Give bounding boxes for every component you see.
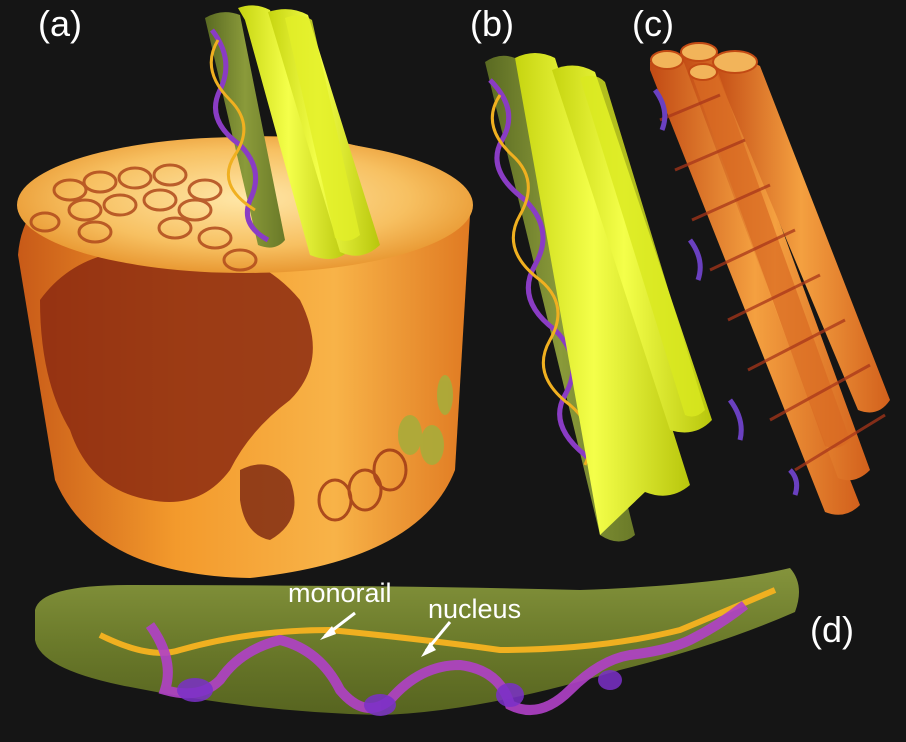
- orange-fiber-c4: [690, 67, 850, 448]
- panel-label-d: (d): [810, 609, 854, 650]
- panel-a-fibers: [205, 5, 380, 259]
- panel-label-a: (a): [38, 3, 82, 44]
- yellow-fiber-a3: [285, 15, 360, 241]
- fiber-ends-c: [650, 42, 758, 81]
- panel-c-bundle: [650, 42, 890, 515]
- nucleus-arrowhead: [421, 642, 436, 657]
- striations-c: [659, 93, 886, 472]
- dark-region-lower: [240, 464, 295, 540]
- panel-label-b: (b): [470, 3, 514, 44]
- helix-gold-b: [490, 94, 592, 466]
- nucleus-blobs: [177, 670, 622, 716]
- nucleus-helix: [145, 601, 749, 715]
- panel-b-bundle: [485, 53, 712, 542]
- monorail-arrowhead: [320, 626, 336, 640]
- helix-purple-c: [652, 88, 800, 496]
- cross-section-rings: [29, 163, 258, 272]
- yellow-fiber-b3: [580, 75, 705, 417]
- monorail-label: monorail: [288, 578, 392, 608]
- panel-label-c: (c): [632, 3, 674, 44]
- nucleus-label: nucleus: [428, 594, 522, 624]
- cut-fibers: [398, 375, 453, 465]
- yellow-fiber-a1: [238, 5, 350, 259]
- helix-gold-a: [209, 39, 256, 212]
- helix-purple-b: [488, 78, 605, 511]
- side-rings: [317, 448, 408, 522]
- panel-d-tube: [35, 568, 799, 716]
- yellow-fiber-b1: [515, 53, 690, 535]
- dark-region-large: [40, 248, 313, 502]
- orange-fiber-c3: [712, 57, 890, 413]
